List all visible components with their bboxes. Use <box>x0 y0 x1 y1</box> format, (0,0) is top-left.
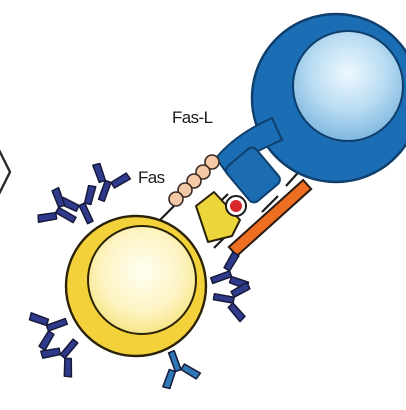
fas-label: Fas <box>138 168 165 187</box>
fas-ligand-label: Fas-L <box>172 108 213 127</box>
antibody <box>27 303 73 352</box>
arrow-icon <box>0 148 10 196</box>
antibody <box>58 183 109 231</box>
antibody <box>35 186 84 238</box>
target-cell <box>66 216 206 356</box>
mhc-peptide-complex <box>196 192 246 242</box>
